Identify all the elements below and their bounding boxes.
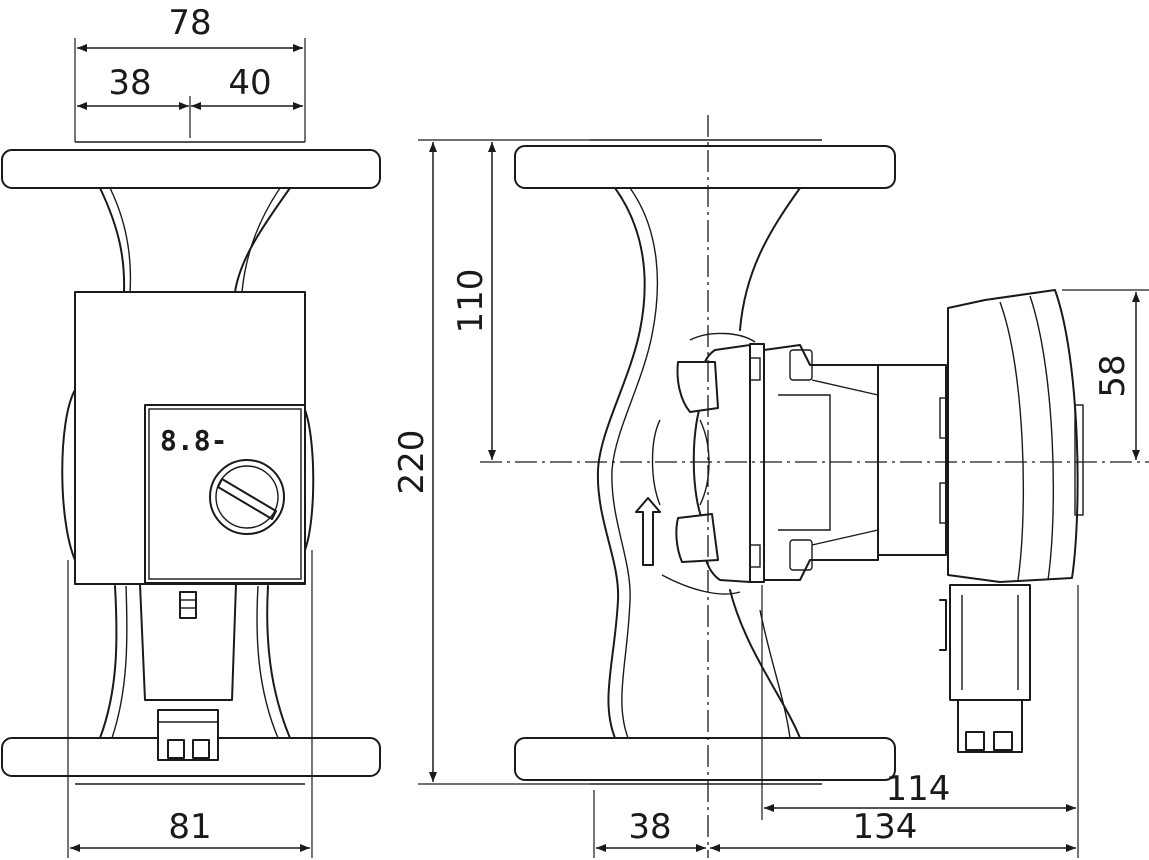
dim-label-134: 134	[853, 807, 918, 847]
side-electronics-module	[947, 289, 1079, 583]
side-bottom-flange	[514, 737, 896, 781]
front-right-bulge	[304, 409, 315, 551]
side-pipe-inner	[611, 187, 659, 739]
front-control-module-inner	[148, 408, 302, 580]
front-pipe-inner-lower	[111, 585, 279, 739]
side-rotor-housing	[877, 364, 947, 556]
side-pipe-right-contour	[729, 187, 801, 739]
side-pipe-inner-right	[759, 609, 791, 739]
side-pipe-left-contour	[596, 187, 646, 739]
dim-label-38-top: 38	[108, 63, 151, 103]
dim-label-114: 114	[886, 769, 951, 809]
front-left-bulge	[61, 389, 76, 561]
side-top-flange	[514, 145, 896, 189]
dim-label-58: 58	[1093, 354, 1133, 397]
front-pipe-body	[99, 187, 291, 739]
dim-label-38-bottom: 38	[628, 807, 671, 847]
front-connector-body	[139, 583, 237, 701]
dim-label-110: 110	[451, 269, 491, 334]
side-connector-body	[949, 584, 1031, 701]
flow-direction-arrow-icon	[635, 497, 661, 566]
dim-label-220: 220	[392, 430, 432, 495]
side-lower-lug	[675, 513, 719, 563]
control-knob	[209, 459, 285, 535]
front-connector-latch	[179, 591, 197, 619]
front-top-flange	[1, 149, 381, 189]
dim-label-78: 78	[168, 3, 211, 43]
side-view: 220 110 58 114 134 38	[392, 115, 1149, 858]
side-upper-lug	[676, 361, 719, 413]
dim-label-40: 40	[228, 63, 271, 103]
control-knob-slot	[217, 478, 277, 520]
front-control-module	[144, 404, 306, 584]
control-knob-ring	[215, 465, 279, 529]
front-pipe-inner	[109, 187, 281, 293]
side-volute-curve	[661, 332, 756, 595]
side-motor-body	[763, 344, 879, 581]
lcd-display: 8.8-	[160, 424, 227, 457]
front-view: 8.8- 78 38 40 81	[1, 3, 381, 858]
dim-label-81: 81	[168, 807, 211, 847]
